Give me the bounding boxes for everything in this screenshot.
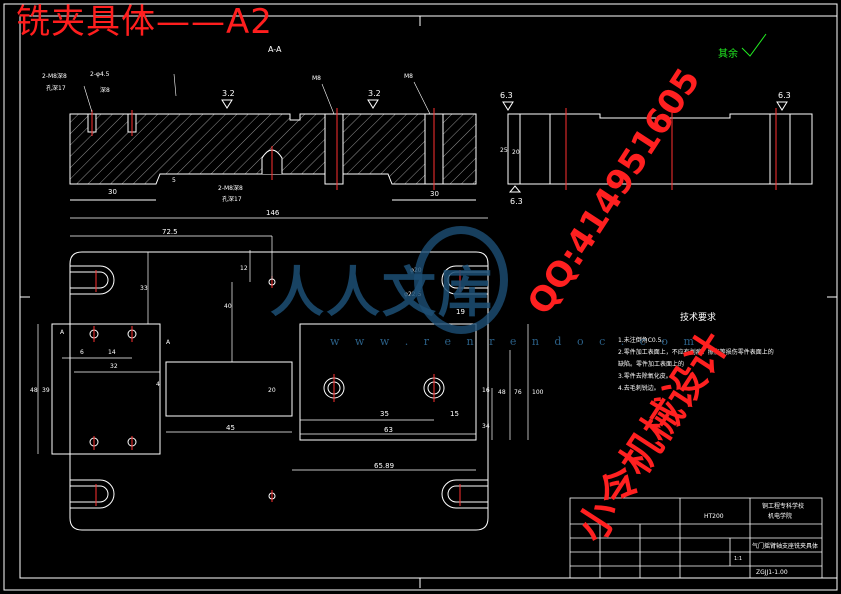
roughness-a: 3.2 [222, 89, 235, 98]
part-name: 气门摇臂轴支座铣夹具体 [752, 542, 818, 550]
tech-title: 技术要求 [680, 311, 716, 323]
dim-32: 32 [110, 363, 118, 370]
dim-15: 15 [450, 410, 459, 418]
hole-label-left-sub: 孔深17 [46, 84, 66, 92]
drawing-title: 铣夹具体——A2 [16, 2, 273, 42]
section-label: A-A [268, 45, 282, 54]
dim-48b: 48 [498, 389, 506, 396]
dim-48: 48 [30, 387, 38, 394]
tech-line-1: 1.未注倒角C0.5。 [618, 336, 667, 344]
dim-25: 25 [500, 147, 508, 154]
dim-65-89: 65.89 [374, 462, 394, 470]
dim-30a: 30 [108, 188, 117, 196]
dim-5: 5 [172, 177, 176, 184]
watermark-circle [414, 226, 508, 334]
hole-spec-sub: 深8 [100, 86, 110, 94]
dim-20: 20 [268, 387, 276, 394]
dim-35: 35 [380, 410, 389, 418]
dim-14: 14 [108, 349, 116, 356]
roughness-b: 3.2 [368, 89, 381, 98]
dim-16: 16 [482, 387, 490, 394]
title-block [569, 497, 823, 579]
tech-line-5: 4.去毛刺锐边。 [618, 384, 660, 392]
section-view [69, 99, 477, 201]
m8b-label: M8 [404, 73, 413, 80]
roughness-e: 6.3 [510, 197, 523, 206]
roughness-d: 6.3 [778, 91, 791, 100]
roughness-other: 其余 [718, 47, 738, 60]
dim-72-5: 72.5 [162, 228, 178, 236]
dim-6: 6 [80, 349, 84, 356]
dim-63: 63 [384, 426, 393, 434]
dim-phi22-5: φ22.5 [404, 291, 422, 298]
hole-label-left: 2-M8深8 [42, 72, 67, 80]
tech-line-2: 2.零件加工表面上，不应有划痕、擦伤等损伤零件表面上的 [618, 348, 774, 356]
roughness-c: 6.3 [500, 91, 513, 100]
watermark-logo: 人人文库 [270, 261, 494, 324]
dim-40: 40 [224, 303, 232, 310]
drawing-no: ZGJJ1-1.00 [756, 569, 788, 576]
hole-spec: 2-φ4.5 [90, 71, 110, 78]
dim-33: 33 [140, 285, 148, 292]
dim-45: 45 [226, 424, 235, 432]
watermark-site: w w w . r e n r e n d o c . c o m [330, 335, 700, 348]
dim-30b: 30 [430, 190, 439, 198]
dim-146: 146 [266, 209, 280, 217]
dept: 机电学院 [768, 512, 792, 520]
side-view [502, 101, 813, 193]
dim-39: 39 [42, 387, 50, 394]
material: HT200 [704, 513, 724, 520]
dim-4: 4 [156, 381, 160, 388]
scale: 1:1 [734, 556, 742, 562]
hole-label-mid-sub: 孔深17 [222, 195, 242, 203]
dim-100: 100 [532, 389, 544, 396]
tech-line-4: 3.零件去除氧化皮。 [618, 372, 672, 380]
svg-text:A: A [60, 329, 65, 336]
hole-label-mid: 2-M8深8 [218, 184, 243, 192]
tech-line-3: 缺陷。零件加工表面上的 [618, 360, 684, 368]
dim-20b: 20 [512, 149, 520, 156]
dim-76: 76 [514, 389, 522, 396]
m8-label: M8 [312, 75, 321, 82]
dim-34: 34 [482, 423, 490, 430]
dim-12: 12 [240, 265, 248, 272]
svg-text:A: A [166, 339, 171, 346]
school: 铜工程专科学校 [762, 502, 804, 510]
